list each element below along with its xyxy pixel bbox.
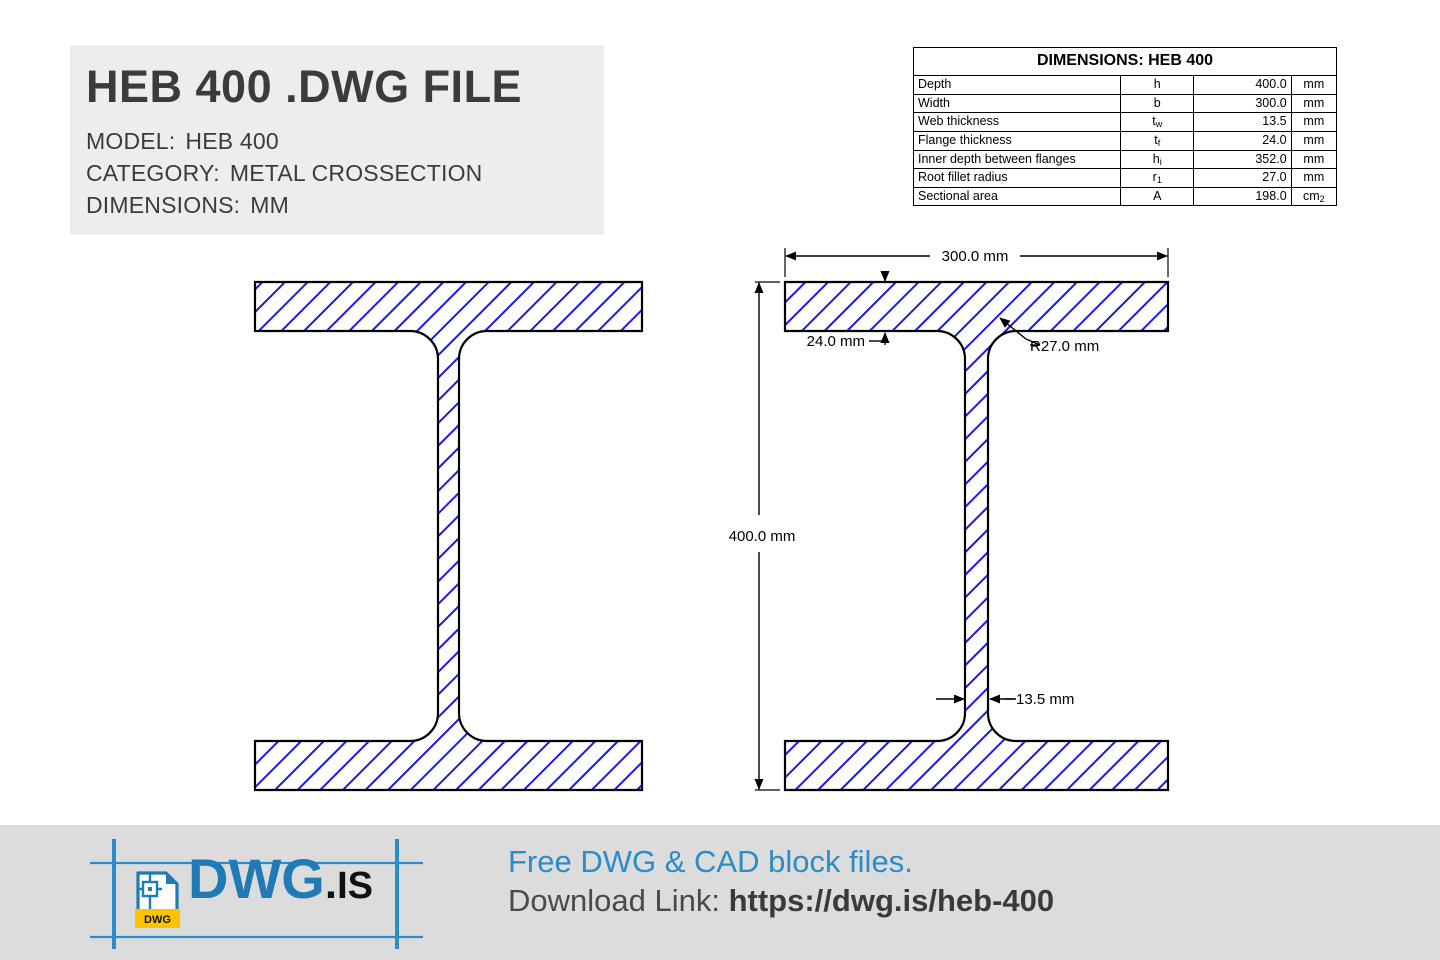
cell-unit: mm (1290, 112, 1338, 132)
cell-symbol: tw (1120, 112, 1195, 132)
cell-unit: cm2 (1290, 186, 1338, 207)
cell-unit: mm (1290, 75, 1338, 95)
footer-text-block: Free DWG & CAD block files. Download Lin… (508, 843, 1054, 921)
cell-value: 400.0 (1193, 75, 1292, 95)
dimension-label-web: 13.5 mm (1016, 691, 1074, 708)
meta-label-dimensions: DIMENSIONS: (86, 191, 241, 218)
dimension-label-flange: 24.0 mm (807, 333, 865, 350)
dimension-label-depth: 400.0 mm (729, 528, 796, 545)
brand-dwg: DWG (188, 847, 325, 910)
beam-outline-left (253, 280, 644, 792)
meta-row-dimensions: DIMENSIONS: MM (86, 190, 604, 222)
meta-value-model: HEB 400 (185, 128, 279, 155)
cell-value: 300.0 (1193, 93, 1292, 114)
cell-value: 27.0 (1193, 168, 1292, 188)
dwg-logo[interactable]: DWG DWG.IS (78, 837, 423, 949)
footer-download-url[interactable]: https://dwg.is/heb-400 (728, 882, 1055, 918)
footer-download-line: Download Link: https://dwg.is/heb-400 (508, 882, 1054, 921)
cell-symbol: hi (1120, 149, 1195, 170)
cell-value: 198.0 (1193, 186, 1292, 207)
meta-value-category: METAL CROSSECTION (229, 159, 483, 186)
cell-symbol: tf (1120, 130, 1195, 151)
meta-label-category: CATEGORY: (86, 159, 220, 186)
beam-outline-right (783, 280, 1170, 792)
logo-guides: DWG (90, 839, 423, 949)
meta-row-model: MODEL: HEB 400 (86, 126, 604, 158)
footer-tagline: Free DWG & CAD block files. (508, 844, 913, 879)
cell-label: Width (912, 93, 1122, 114)
cell-label: Flange thickness (912, 130, 1122, 151)
cell-symbol: b (1120, 93, 1195, 114)
beam-section-left (253, 280, 644, 792)
dimension-width (784, 248, 1169, 277)
dwg-file-icon: DWG (135, 871, 180, 928)
cell-label: Root fillet radius (912, 168, 1122, 188)
meta-label-model: MODEL: (86, 128, 176, 155)
cell-value: 13.5 (1193, 112, 1292, 132)
brand-dot: . (324, 859, 338, 908)
header-info-panel: HEB 400 .DWG FILE MODEL: HEB 400 CATEGORY… (70, 45, 604, 235)
dimension-depth (754, 281, 780, 791)
footer-download-prefix: Download Link: (508, 882, 720, 918)
dimension-flange (869, 271, 890, 345)
table-header-row: DIMENSIONS: HEB 400 (913, 47, 1337, 76)
meta-value-dimensions: MM (250, 191, 289, 218)
brand-wordmark: DWG.IS (188, 851, 373, 907)
cell-unit: mm (1290, 93, 1338, 114)
cell-symbol: h (1120, 75, 1195, 95)
cell-label: Depth (912, 75, 1122, 95)
dimension-radius (999, 317, 1041, 346)
cell-unit: mm (1290, 168, 1338, 188)
cell-label: Web thickness (912, 112, 1122, 132)
cell-value: 352.0 (1193, 149, 1292, 170)
dwg-icon-tag-label: DWG (144, 914, 171, 926)
dimension-label-width: 300.0 mm (942, 248, 1009, 265)
beam-section-right (783, 280, 1170, 792)
cell-symbol: r1 (1120, 168, 1195, 188)
cell-label: Sectional area (912, 186, 1122, 207)
brand-tld: IS (337, 865, 373, 907)
table-title: DIMENSIONS: HEB 400 (913, 47, 1337, 76)
meta-row-category: CATEGORY: METAL CROSSECTION (86, 158, 604, 190)
cell-symbol: A (1120, 186, 1195, 207)
dimension-label-radius: R27.0 mm (1030, 338, 1099, 355)
cell-unit: mm (1290, 130, 1338, 151)
cell-unit: mm (1290, 149, 1338, 170)
cell-value: 24.0 (1193, 130, 1292, 151)
footer-bar: DWG DWG.IS Free DWG & CAD block files. D… (0, 825, 1440, 960)
page-title: HEB 400 .DWG FILE (86, 61, 523, 112)
cell-label: Inner depth between flanges (912, 149, 1122, 170)
